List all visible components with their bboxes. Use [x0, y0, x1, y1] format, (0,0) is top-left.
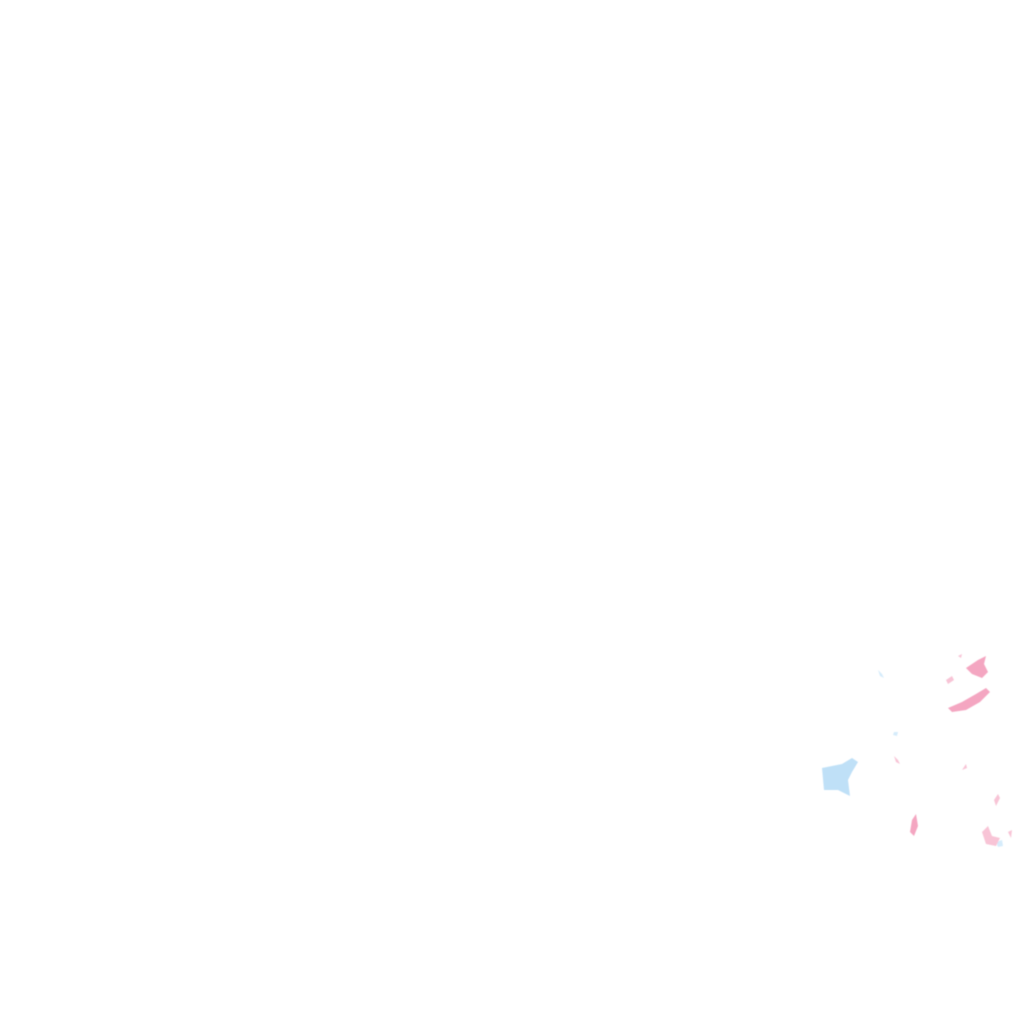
confetti-pink-speck: [958, 654, 962, 658]
confetti-blue-small: [878, 670, 884, 678]
confetti-pink-small-top: [946, 676, 954, 684]
confetti-blue-dot: [893, 732, 898, 736]
confetti-pink-edge: [1008, 830, 1012, 838]
confetti-pink-top: [966, 656, 988, 678]
confetti-pink-left: [894, 756, 900, 764]
confetti-blue-large: [822, 758, 858, 796]
confetti-pink-mid: [948, 688, 990, 712]
confetti-pink-vertical: [910, 814, 918, 836]
confetti-pink-sliver: [962, 764, 967, 770]
confetti-pink-right: [994, 794, 1000, 806]
confetti-pink-bottom: [982, 826, 1000, 846]
